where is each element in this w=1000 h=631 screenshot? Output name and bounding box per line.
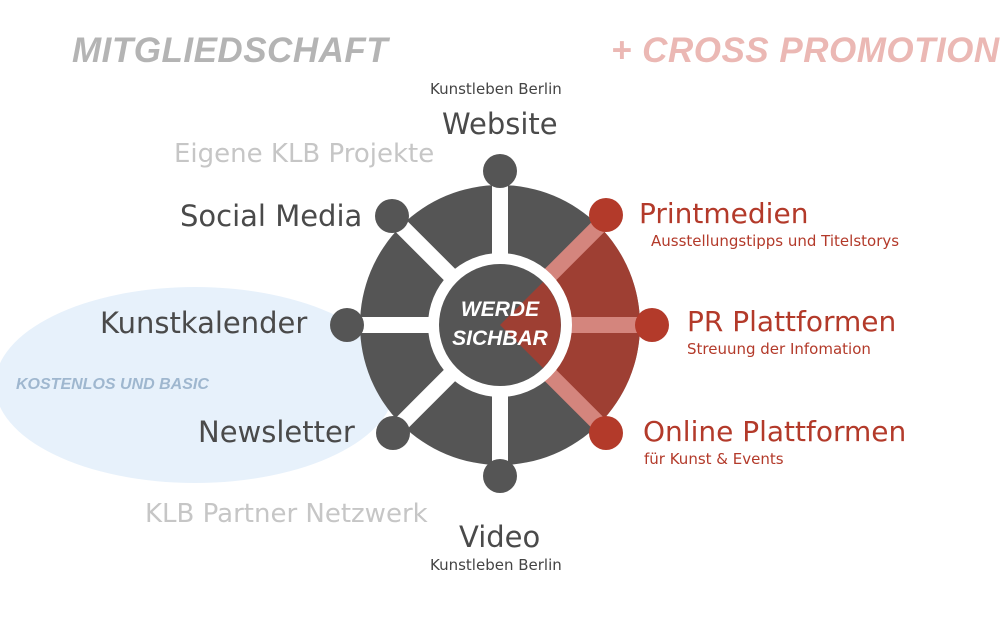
cross-promotion-heading: + CROSS PROMOTION bbox=[611, 31, 1000, 70]
pr-sub-label: Streuung der Infomation bbox=[687, 340, 871, 358]
node-social-media bbox=[375, 199, 409, 233]
website-label: Website bbox=[442, 107, 558, 141]
node-video bbox=[483, 459, 517, 493]
node-calendar bbox=[330, 308, 364, 342]
node-print bbox=[589, 198, 623, 232]
video-label: Video bbox=[459, 520, 541, 554]
pr-label: PR Plattformen bbox=[687, 305, 897, 338]
node-pr bbox=[635, 308, 669, 342]
calendar-label: Kunstkalender bbox=[100, 306, 308, 340]
own-projects-label: Eigene KLB Projekte bbox=[174, 139, 435, 169]
free-basic-zone bbox=[0, 287, 395, 483]
website-caption: Kunstleben Berlin bbox=[430, 80, 562, 98]
video-caption: Kunstleben Berlin bbox=[430, 556, 562, 574]
membership-heading: MITGLIEDSCHAFT bbox=[72, 31, 389, 70]
online-sub-label: für Kunst & Events bbox=[644, 450, 784, 468]
social-media-label: Social Media bbox=[180, 199, 363, 233]
node-newsletter bbox=[376, 416, 410, 450]
hub-accent bbox=[500, 282, 561, 368]
hub-label-line1: WERDE bbox=[460, 298, 540, 321]
print-sub-label: Ausstellungstipps und Titelstorys bbox=[651, 232, 900, 250]
online-label: Online Plattformen bbox=[643, 415, 907, 448]
partner-network-label: KLB Partner Netzwerk bbox=[145, 499, 428, 529]
node-website bbox=[483, 154, 517, 188]
hub-label-line2: SICHBAR bbox=[452, 327, 548, 350]
print-label: Printmedien bbox=[639, 197, 809, 230]
node-online bbox=[589, 416, 623, 450]
free-basic-label: KOSTENLOS UND BASIC bbox=[16, 376, 209, 393]
newsletter-label: Newsletter bbox=[198, 415, 355, 449]
